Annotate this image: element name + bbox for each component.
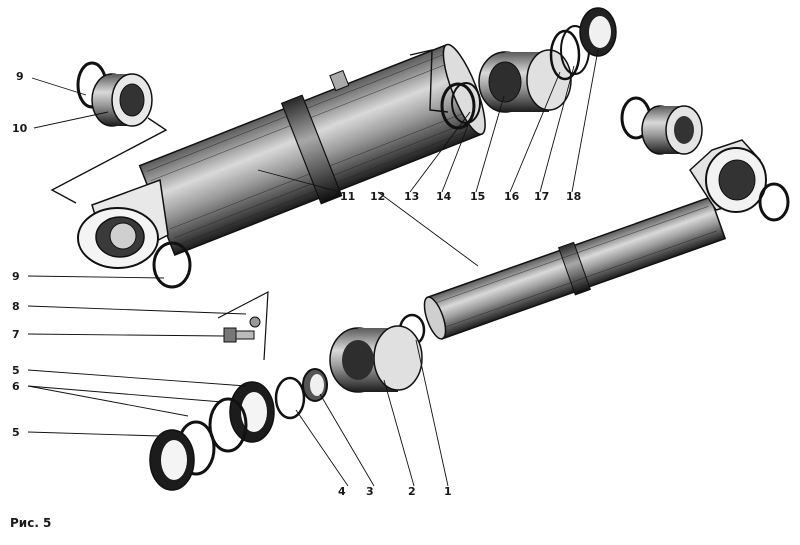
assembly-line-7 [217,290,269,361]
guide-bush-15 [478,49,572,113]
wiper-18 [579,7,617,57]
ring-3 [302,368,328,402]
callout-7: 7 [12,328,20,341]
nut-8 [249,316,261,328]
bearing-10 [91,73,153,127]
callout-8: 8 [12,300,20,313]
callout-10: 10 [12,122,28,135]
callout-9-upper: 9 [16,70,24,83]
callout-13: 13 [404,190,419,203]
circlip-9-lower [152,241,192,289]
circlip-right-lower [758,182,790,222]
seal-ring-14 [451,82,481,124]
cylinder-body [77,43,486,269]
bolt-7 [223,327,255,343]
piston-2 [329,325,423,393]
seal-5-lower [149,429,195,491]
callout-9-lower: 9 [12,270,20,283]
callout-1: 1 [444,485,452,498]
cylinder-eye [77,178,169,269]
callout-3: 3 [366,485,374,498]
callout-15: 15 [470,190,485,203]
callout-5-upper: 5 [12,364,20,377]
bearing-right [641,105,703,155]
callout-5-lower: 5 [12,426,20,439]
callout-16: 16 [504,190,520,203]
callout-2: 2 [408,485,416,498]
assembly-line-10 [50,117,168,204]
ring-6 [208,397,248,453]
callout-11: 11 [340,190,355,203]
assembly-line-13 [409,49,449,113]
callout-14: 14 [436,190,452,203]
callout-12: 12 [370,190,385,203]
callout-4: 4 [338,485,346,498]
piston-rod-12 [423,139,767,340]
callout-17: 17 [534,190,549,203]
callout-18: 18 [566,190,581,203]
callout-6: 6 [12,380,20,393]
seal-5-upper [229,381,275,443]
seal-ring-16 [549,29,581,81]
leader-lines [27,49,599,487]
figure-caption: Рис. 5 [10,516,52,530]
ring-4 [274,376,306,420]
